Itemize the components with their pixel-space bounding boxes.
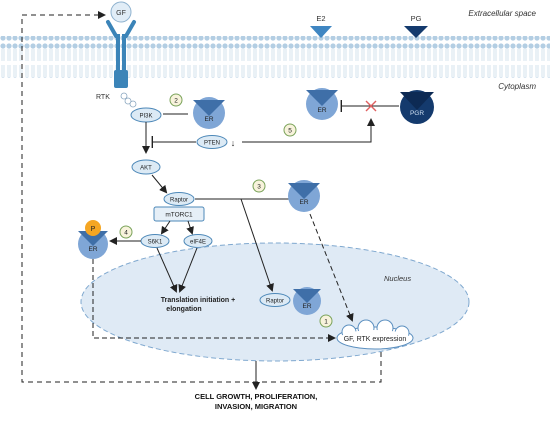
pi3k-label: PI3K — [139, 114, 152, 120]
step-4-label: 4 — [124, 230, 128, 237]
outcome-text-line2: INVASION, MIGRATION — [215, 402, 297, 411]
phospho-label: P — [91, 226, 96, 233]
nuclear-er-receptor: ER — [293, 287, 321, 315]
step-3-badge — [252, 179, 266, 193]
pgr-receptor: PGR — [400, 90, 434, 124]
raptor-to-nucleus-arrow — [240, 198, 274, 292]
translation-text-line1: Translation initiation + — [161, 297, 235, 304]
svg-text:GF, RTK expression: GF, RTK expression — [344, 336, 407, 343]
gf-label: GF — [116, 10, 126, 17]
akt-node — [131, 159, 161, 175]
pg-ligand-icon — [404, 26, 428, 38]
raptor-label: Raptor — [170, 198, 188, 204]
svg-text:PGR: PGR — [410, 110, 424, 117]
step-2-badge — [169, 93, 183, 107]
step-1-badge — [319, 314, 333, 328]
pg-label: PG — [411, 14, 422, 23]
cell-membrane — [0, 36, 550, 78]
raptor-node — [163, 192, 195, 206]
cytoplasm-label: Cytoplasm — [498, 82, 536, 91]
svg-text:ER: ER — [317, 107, 326, 114]
svg-text:ER: ER — [299, 199, 308, 206]
feedback-loop-arrow — [21, 11, 382, 383]
pgr-to-pten-arrow — [242, 118, 375, 143]
phosphorylated-er-receptor: ER — [78, 229, 108, 259]
er-to-expression-dashed-arrow — [309, 213, 354, 322]
eif4e-label: eIF4E — [190, 240, 206, 246]
gf-ligand — [110, 1, 132, 23]
rtk-label: RTK — [96, 94, 110, 101]
step-3-label: 3 — [257, 184, 261, 191]
er-receptor-pi3k: ER — [193, 97, 225, 129]
blocked-inhibition-x-icon — [365, 100, 377, 112]
step-1-label: 1 — [324, 319, 328, 326]
step-4-badge — [119, 225, 133, 239]
er-receptor-mtorc1: ER — [288, 180, 320, 212]
gf-rtk-expression-cloud: GF, RTK expression — [336, 319, 414, 350]
e2-label: E2 — [316, 14, 325, 23]
nuclear-raptor-label: Raptor — [266, 299, 284, 305]
er-receptor-pgr: ER — [306, 88, 338, 120]
svg-text:ER: ER — [302, 303, 311, 310]
step-5-label: 5 — [288, 128, 292, 135]
nuclear-raptor-node — [259, 293, 291, 307]
pten-down-arrow-icon: ↓ — [231, 138, 236, 148]
rtk-receptor — [106, 20, 136, 88]
phospho-group-badge — [85, 220, 101, 236]
mtorc1-node — [153, 206, 205, 222]
e2-ligand-icon — [310, 26, 332, 38]
nucleus-label: Nucleus — [384, 274, 411, 283]
pten-label: PTEN — [204, 141, 220, 147]
outcome-text-line1: CELL GROWTH, PROLIFERATION, — [195, 392, 318, 401]
akt-label: AKT — [140, 166, 152, 172]
step-5-badge — [283, 123, 297, 137]
translation-text-line2: elongation — [166, 306, 201, 313]
extracellular-space-label: Extracellular space — [468, 9, 536, 18]
step-2-label: 2 — [174, 98, 178, 105]
svg-text:ER: ER — [204, 116, 213, 123]
mtorc1-label: mTORC1 — [165, 212, 193, 219]
phosphorylation-beads — [120, 92, 137, 108]
svg-text:ER: ER — [88, 246, 97, 253]
p-er-to-expression-dashed-arrow — [92, 259, 336, 342]
s6k1-label: S6K1 — [148, 240, 163, 246]
pten-node — [196, 135, 228, 149]
